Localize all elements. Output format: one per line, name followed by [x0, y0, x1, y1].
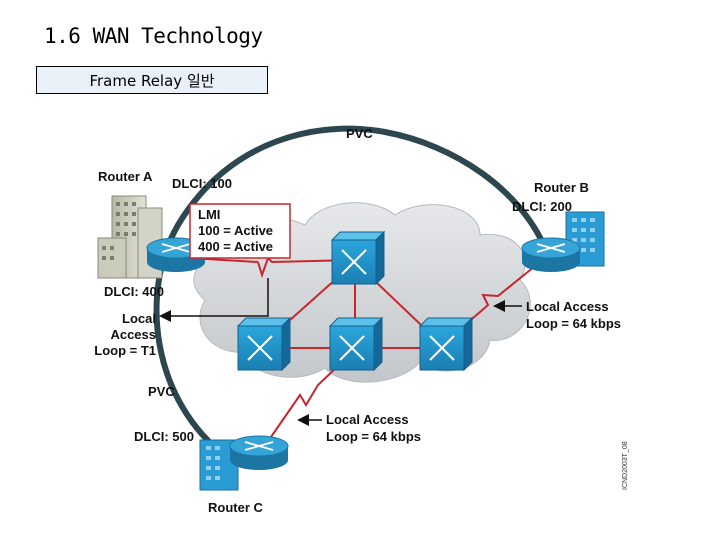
- router-a-dlci-100: DLCI: 100: [172, 176, 232, 191]
- lmi-line-2: 400 = Active: [198, 239, 273, 254]
- lmi-box: LMI 100 = Active 400 = Active: [189, 203, 291, 259]
- slide-title: 1.6 WAN Technology: [44, 24, 263, 48]
- lmi-title: LMI: [198, 207, 220, 222]
- router-c-dlci: DLCI: 500: [134, 429, 194, 444]
- router-b-name: Router B: [534, 180, 589, 195]
- router-c-access-line-1: Local Access: [326, 412, 409, 427]
- router-b-access-line-1: Local Access: [526, 299, 609, 314]
- router-c: [229, 435, 289, 470]
- frame-switch-3: [328, 316, 384, 372]
- router-b-dlci: DLCI: 200: [512, 199, 572, 214]
- subtitle-box: Frame Relay 일반: [36, 66, 268, 94]
- router-c-name: Router C: [208, 500, 264, 515]
- router-a-access-arrow: [159, 278, 269, 322]
- subtitle-text: Frame Relay 일반: [89, 71, 215, 90]
- router-a-dlci-400: DLCI: 400: [104, 284, 164, 299]
- frame-switch-1: [330, 230, 386, 286]
- switch-arrows-icon: [429, 335, 455, 361]
- lmi-line-1: 100 = Active: [198, 223, 273, 238]
- pvc-left-label: PVC: [148, 384, 175, 399]
- router-b: [521, 237, 581, 272]
- pvc-top-label: PVC: [346, 126, 373, 141]
- router-arrows-icon: [244, 441, 274, 451]
- router-a-access-line-2: Access: [110, 327, 156, 342]
- router-b-access-line-2: Loop = 64 kbps: [526, 316, 621, 331]
- frame-switch-4: [418, 316, 474, 372]
- switch-arrows-icon: [247, 335, 273, 361]
- switch-arrows-icon: [341, 249, 367, 275]
- router-arrows-icon: [161, 243, 191, 253]
- frame-switch-2: [236, 316, 292, 372]
- router-a-access-line-1: Local: [122, 311, 156, 326]
- pvc-arc: [153, 125, 548, 461]
- link-switch3-c: [261, 349, 356, 451]
- router-arrows-icon: [536, 243, 566, 253]
- router-a-name: Router A: [98, 169, 153, 184]
- switch-arrows-icon: [339, 335, 365, 361]
- figure-id: ICND2003T_08: [622, 441, 629, 490]
- router-a-access-line-3: Loop = T1: [94, 343, 156, 358]
- router-c-access-line-2: Loop = 64 kbps: [326, 429, 421, 444]
- link-switch4-b: [441, 261, 541, 346]
